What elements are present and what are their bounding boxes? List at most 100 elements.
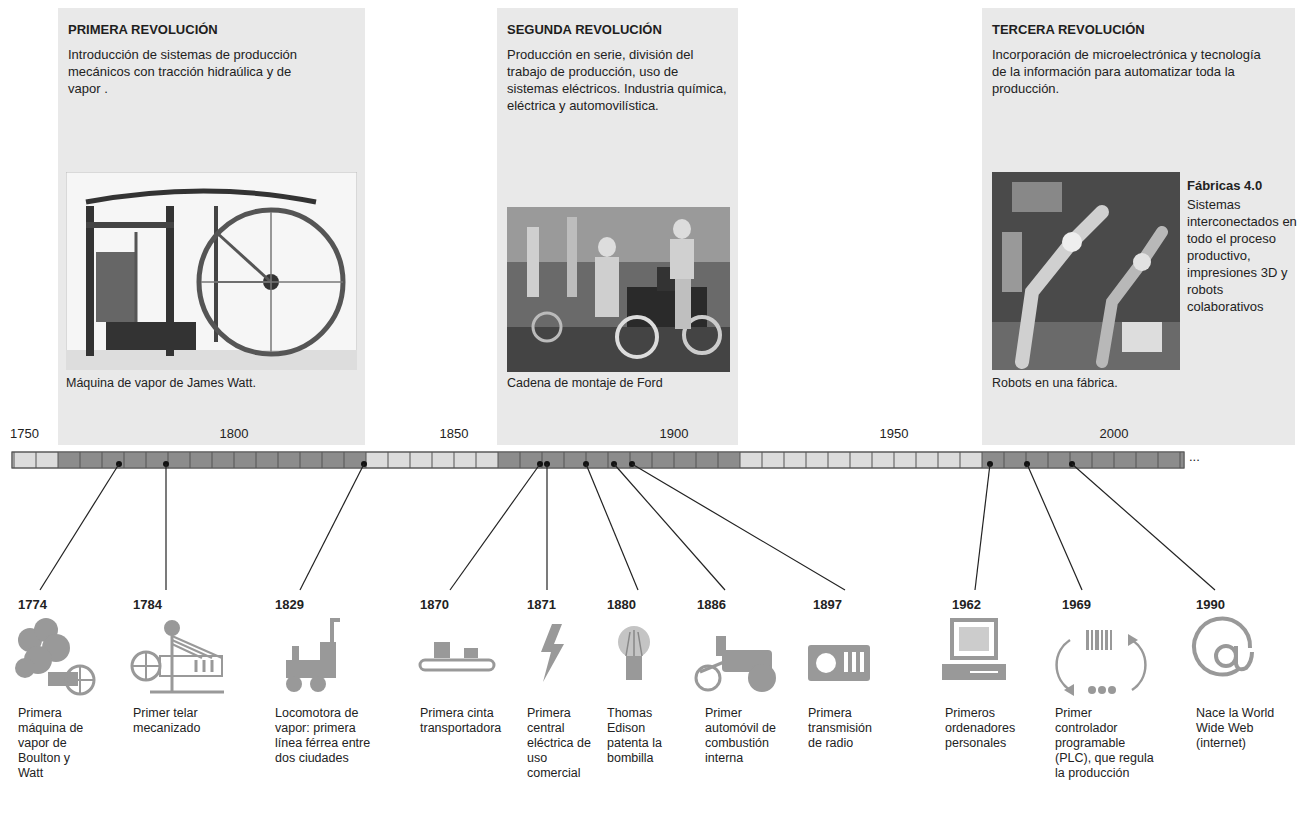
panel-text: Incorporación de microelectrónica y tecn… — [992, 46, 1267, 97]
robots-photo — [992, 172, 1180, 370]
ford-assembly-photo — [595, 257, 619, 317]
steam-icon — [66, 666, 94, 694]
timeline-bar — [1180, 452, 1181, 468]
event-year: 1962 — [952, 597, 1012, 613]
locomotive-icon — [332, 620, 340, 642]
panel-text: Introducción de sistemas de producción m… — [68, 46, 313, 97]
timeline-bar — [432, 452, 433, 468]
feature-text: Sistemas interconectados en todo el proc… — [1187, 196, 1302, 315]
event-year: 1870 — [420, 597, 480, 613]
conveyor-icon — [434, 642, 450, 658]
timeline-bar — [652, 452, 653, 468]
event-text: Nace la World Wide Web (internet) — [1196, 706, 1296, 751]
locomotive-icon — [286, 660, 324, 678]
plc-icon — [1086, 630, 1089, 650]
ford-assembly-photo — [627, 287, 707, 327]
event-year: 1969 — [1062, 597, 1122, 613]
event-text: Primeros ordenadores personales — [945, 706, 1029, 751]
timeline-bar — [12, 452, 1184, 468]
panel-title: SEGUNDA REVOLUCIÓN — [507, 22, 728, 38]
timeline-bar — [12, 452, 1184, 468]
computer-icon — [959, 627, 989, 651]
ford-assembly-photo — [670, 239, 694, 279]
timeline-bar — [520, 452, 521, 468]
steam-icon — [79, 666, 81, 694]
loom-icon — [165, 621, 179, 635]
robots-photo — [1133, 253, 1151, 271]
steam-icon — [15, 618, 94, 694]
image-caption: Cadena de montaje de Ford — [507, 376, 737, 391]
timeline-bar — [388, 452, 389, 468]
leader-line — [614, 464, 725, 590]
plc-icon — [1108, 686, 1116, 694]
event-year: 1886 — [697, 597, 757, 613]
timeline-bar — [784, 452, 785, 468]
locomotive-icon — [320, 642, 336, 678]
event-year: 1774 — [18, 597, 78, 613]
timeline-bar — [850, 452, 851, 468]
ford-assembly-photo — [567, 217, 577, 297]
timeline-bar — [102, 452, 103, 468]
timeline-bar — [14, 452, 15, 468]
timeline-bar — [190, 452, 191, 468]
axis-year: 1850 — [429, 426, 479, 442]
at-icon — [1236, 646, 1252, 669]
event-year: 1829 — [275, 597, 335, 613]
robots-photo — [1062, 232, 1082, 252]
ford-assembly-photo — [507, 207, 730, 262]
loom-icon — [203, 660, 206, 672]
loom-icon — [132, 652, 160, 680]
ford-assembly-photo — [675, 279, 691, 329]
at-icon — [1194, 619, 1250, 675]
at-icon — [1194, 619, 1252, 675]
timeline-bar — [982, 452, 1184, 468]
leader-line — [546, 464, 547, 590]
event-text: Primer automóvil de combustión interna — [705, 706, 789, 766]
leader-line — [40, 464, 119, 590]
plc-icon — [1132, 640, 1145, 690]
timeline-bar — [124, 452, 125, 468]
timeline-bar — [1114, 452, 1115, 468]
timeline-bar — [564, 452, 565, 468]
event-text: Primera cinta transportadora — [420, 706, 496, 736]
plc-icon — [1098, 686, 1106, 694]
loom-icon — [211, 660, 214, 672]
axis-year: 2000 — [1089, 426, 1139, 442]
robots-photo — [992, 172, 1180, 370]
conveyor-icon — [420, 642, 494, 670]
timeline-bar — [476, 452, 477, 468]
radio-icon — [808, 645, 870, 681]
event-text: Primera máquina de vapor de Boulton y Wa… — [18, 706, 96, 781]
computer-icon — [952, 620, 996, 658]
steam-engine-illustration — [201, 281, 343, 283]
leader-line — [40, 464, 1215, 590]
steam-engine-illustration — [199, 210, 343, 354]
event-year: 1871 — [527, 597, 587, 613]
ford-assembly-photo — [507, 207, 730, 372]
loom-icon — [171, 634, 174, 692]
at-icon — [1216, 646, 1236, 666]
plc-icon — [1110, 630, 1112, 650]
timeline-bar — [806, 452, 807, 468]
timeline-bar — [146, 452, 147, 468]
steam-engine-illustration — [66, 172, 357, 370]
timeline-bar — [718, 452, 719, 468]
ford-assembly-photo — [533, 313, 561, 341]
locomotive-icon — [286, 620, 340, 692]
timeline-bar — [1092, 452, 1093, 468]
timeline-bar — [212, 452, 213, 468]
timeline-bar — [410, 452, 411, 468]
event-text: Primera transmisión de radio — [808, 706, 878, 751]
leader-line — [300, 464, 364, 590]
conveyor-icon — [420, 660, 494, 670]
panel-title: TERCERA REVOLUCIÓN — [992, 22, 1285, 38]
steam-engine-illustration — [86, 222, 174, 228]
timeline-bar — [608, 452, 609, 468]
timeline-bar — [894, 452, 895, 468]
radio-icon — [860, 652, 864, 672]
timeline-bar — [498, 452, 740, 468]
plc-icon — [1057, 630, 1146, 696]
conveyor-icon — [464, 648, 478, 658]
image-caption: Robots en una fábrica. — [992, 376, 1192, 391]
ford-assembly-photo — [527, 227, 539, 297]
